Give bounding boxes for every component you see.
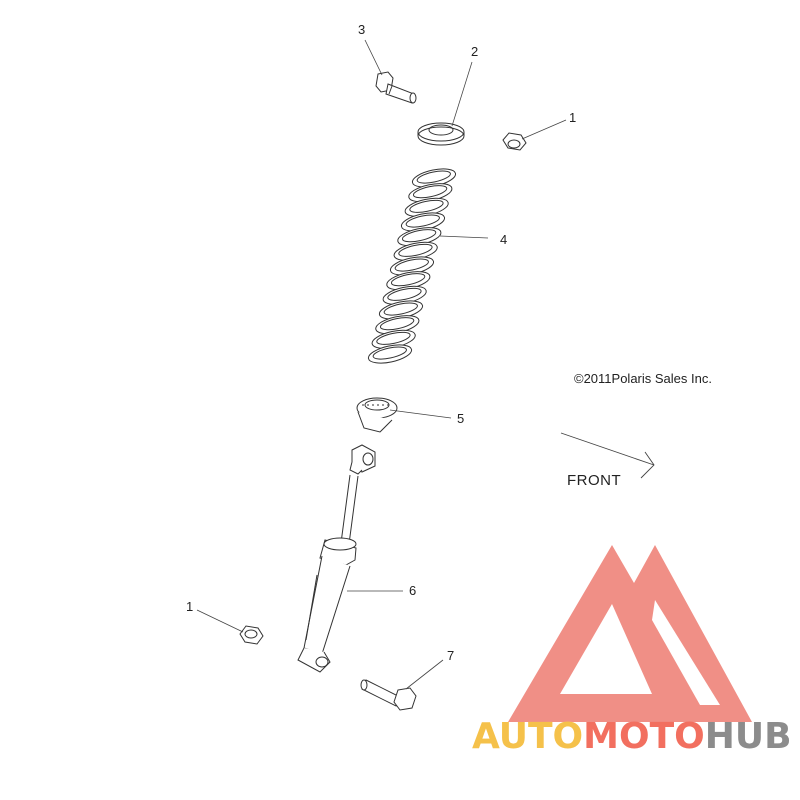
watermark-text-hub: HUB bbox=[704, 716, 792, 757]
watermark-text: AUTOMOTOHUB bbox=[472, 716, 792, 757]
bolt-part-3 bbox=[375, 71, 417, 104]
callout-5: 5 bbox=[457, 411, 465, 426]
callout-2: 2 bbox=[471, 44, 479, 59]
callout-6: 6 bbox=[409, 583, 417, 598]
watermark-text-auto: AUTO bbox=[472, 716, 584, 757]
spring-coil-inner bbox=[387, 287, 422, 301]
watermark-text-moto: MOTO bbox=[583, 716, 705, 757]
spring-coil-inner bbox=[372, 346, 407, 360]
callout-3: 3 bbox=[358, 22, 366, 37]
front-label: FRONT bbox=[567, 472, 622, 489]
bolt-part-7 bbox=[360, 679, 417, 711]
coil-spring-part-4 bbox=[367, 168, 457, 364]
copyright-notice: ©2011Polaris Sales Inc. bbox=[574, 371, 712, 386]
spring-coil-inner bbox=[376, 331, 411, 345]
shock-absorber-part-6 bbox=[297, 444, 376, 673]
front-arrow bbox=[560, 432, 655, 479]
callout-7: 7 bbox=[447, 648, 455, 663]
nut-part-1-bottom bbox=[239, 625, 264, 645]
spring-coil-inner bbox=[416, 170, 451, 184]
spring-coil-inner bbox=[383, 302, 418, 316]
spring-coil-inner bbox=[401, 229, 437, 243]
spring-coil-inner bbox=[394, 258, 429, 272]
spring-coil-inner bbox=[405, 214, 440, 228]
callout-1-bottom: 1 bbox=[186, 599, 194, 614]
spring-coil-inner bbox=[398, 243, 433, 257]
washer-part-2 bbox=[417, 122, 465, 146]
spring-seat-part-5 bbox=[356, 397, 398, 433]
spring-coil-inner bbox=[390, 273, 426, 287]
callout-4: 4 bbox=[500, 232, 508, 247]
leader-lines bbox=[196, 39, 567, 690]
spring-coil-inner bbox=[409, 199, 444, 213]
spring-coil-inner bbox=[379, 317, 415, 331]
watermark-logo bbox=[508, 545, 752, 722]
nut-part-1-top bbox=[502, 132, 527, 151]
spring-coil-inner bbox=[412, 185, 448, 199]
callout-1-top: 1 bbox=[569, 110, 577, 125]
